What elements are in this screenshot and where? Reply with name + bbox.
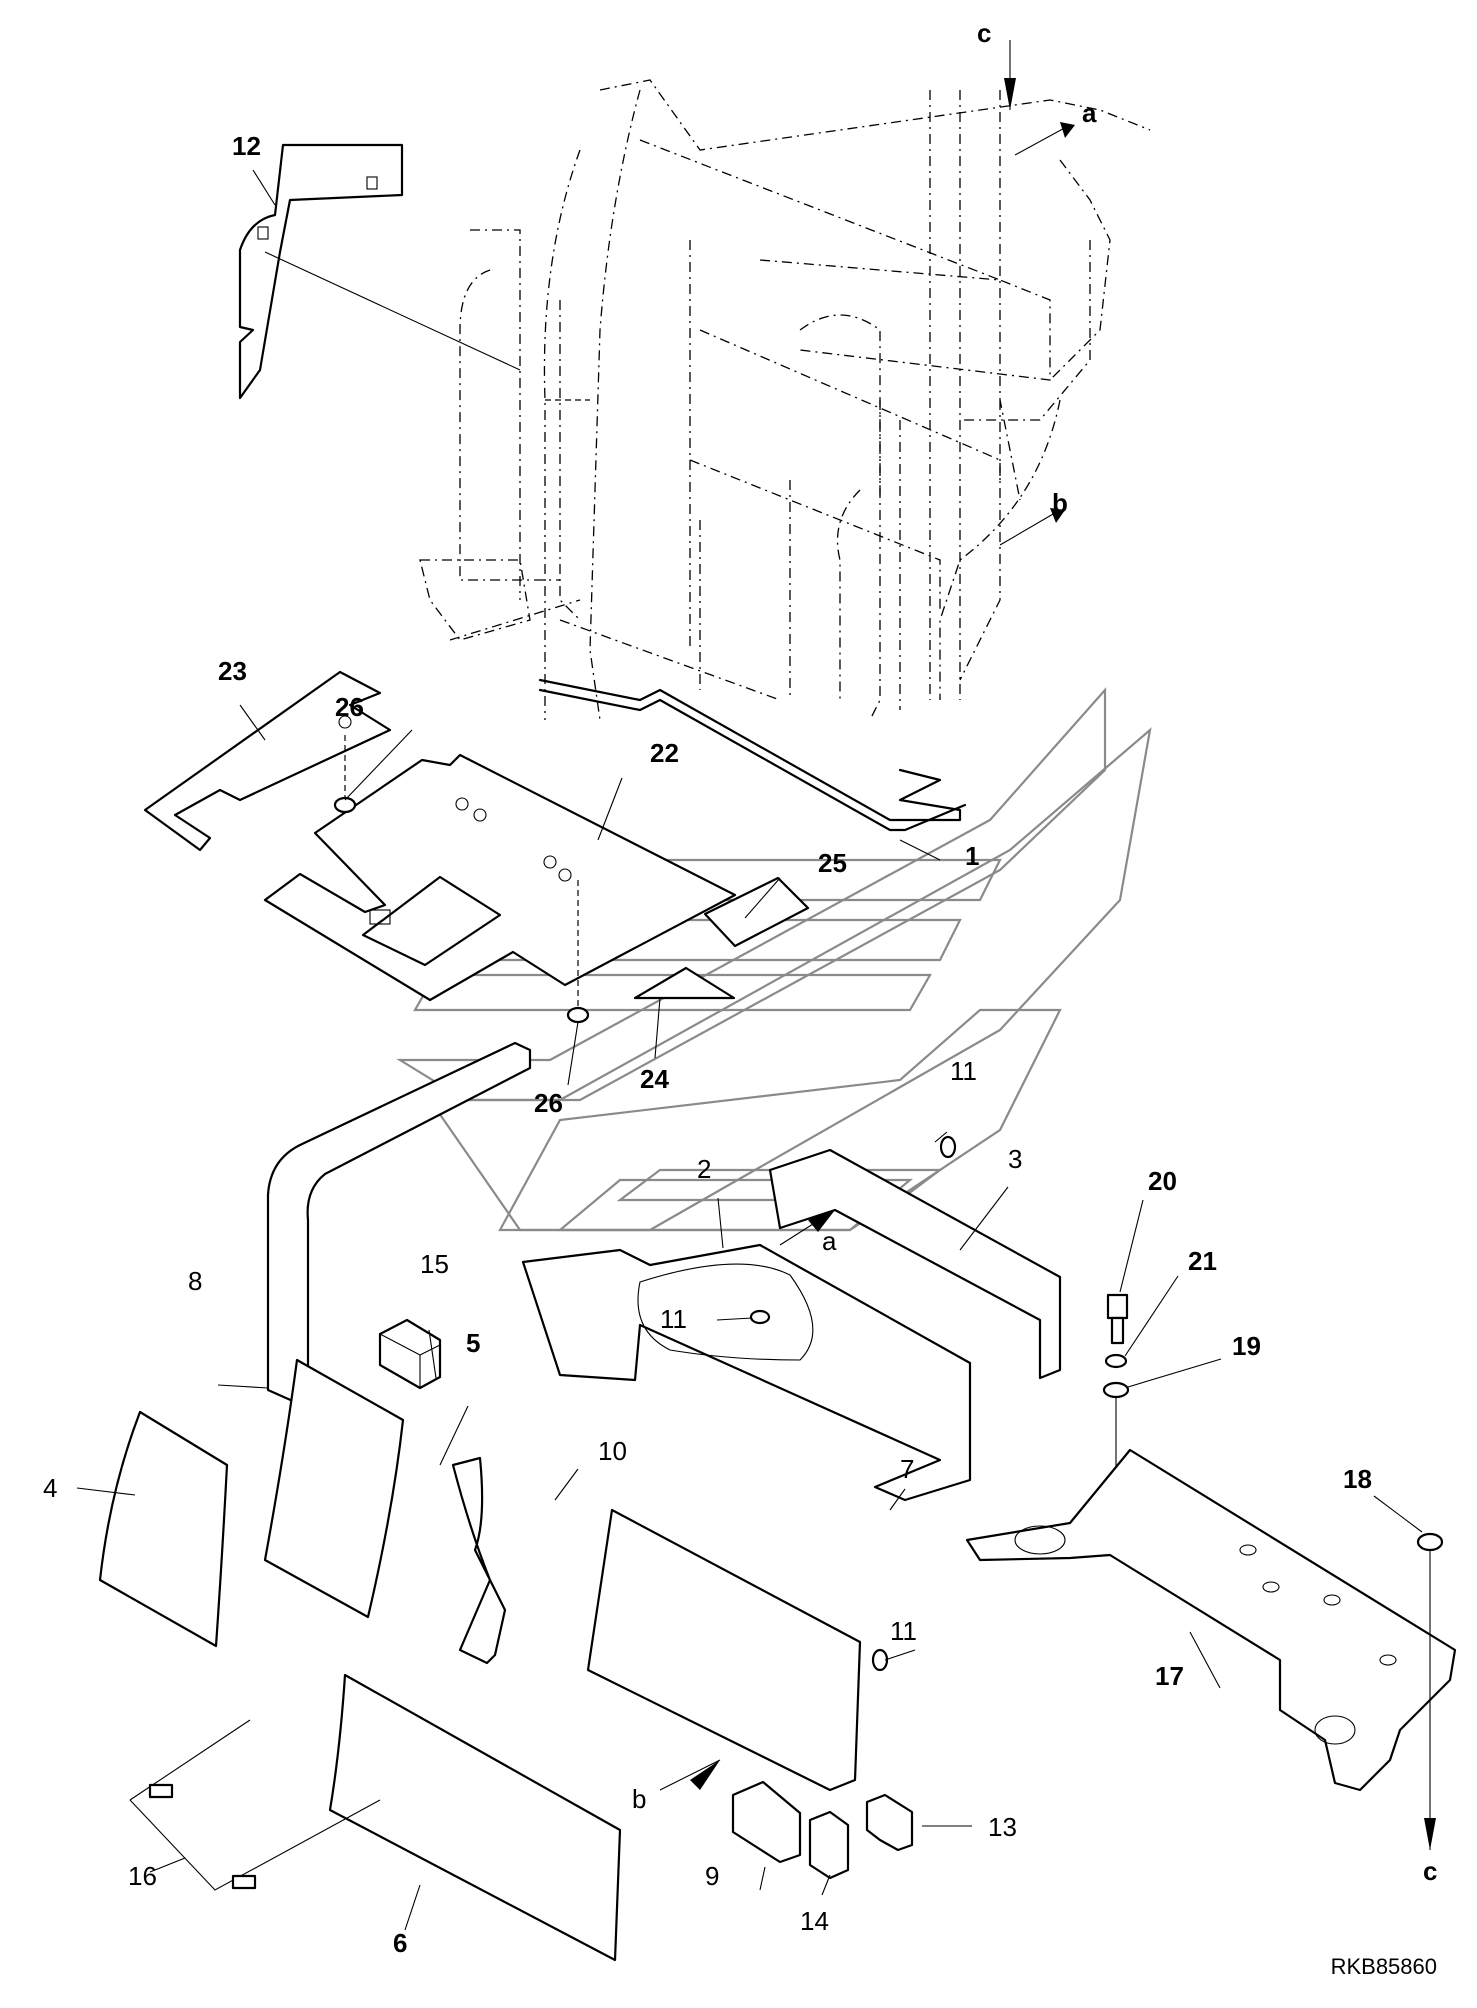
callout-26-bottom: 26: [534, 1088, 563, 1118]
part-24-triangular-piece: [633, 966, 736, 1000]
connection-arrows: [659, 40, 1436, 1850]
part-22-floor-mat: [263, 753, 737, 1002]
callout-11-bottom: 11: [890, 1616, 917, 1646]
marker-a-top: a: [1082, 98, 1097, 128]
callout-labels: 12 23 26 22 1 25 24 26 11 2 3 20 21 19 1…: [43, 18, 1437, 1958]
part-6-back-panel: [129, 1673, 622, 1962]
callout-4: 4: [43, 1473, 57, 1503]
part-2-floor-plate: [521, 1243, 972, 1502]
callout-23: 23: [218, 656, 247, 686]
part-9-block: [731, 1780, 802, 1864]
part-20-bolt: [1106, 1293, 1129, 1345]
drawing-reference-code: RKB85860: [1330, 1954, 1437, 1979]
part-21-lock-washer: [1104, 1353, 1128, 1369]
callout-24: 24: [640, 1064, 669, 1094]
leader-lines: [76, 169, 1423, 1931]
part-10-bracket: [451, 1456, 507, 1665]
callout-1: 1: [965, 841, 979, 871]
part-15-block: [378, 1318, 442, 1390]
callout-25: 25: [818, 848, 847, 878]
marker-b-bottom: b: [632, 1784, 646, 1814]
part-17-cover-plate: [965, 1448, 1457, 1792]
part-25-mat-piece: [703, 876, 810, 948]
callout-6: 6: [393, 1928, 407, 1958]
callout-11-middle: 11: [660, 1304, 687, 1334]
part-12-l-bracket: [238, 143, 521, 400]
marker-c-bottom: c: [1423, 1856, 1437, 1886]
callout-11-top: 11: [950, 1056, 977, 1086]
callout-19: 19: [1232, 1331, 1261, 1361]
marker-b-top: b: [1052, 488, 1068, 518]
watermark-logo: [396, 687, 1152, 1232]
callout-9: 9: [705, 1861, 719, 1891]
part-1-base-plate: [538, 678, 967, 832]
part-13-block: [865, 1793, 914, 1852]
part-8-l-panel: [266, 1041, 532, 1404]
callout-13: 13: [988, 1812, 1017, 1842]
callout-15: 15: [420, 1249, 449, 1279]
callout-17: 17: [1155, 1661, 1184, 1691]
callout-22: 22: [650, 738, 679, 768]
cab-frame-assembly: [419, 79, 1151, 721]
part-7-panel: [586, 1508, 862, 1792]
marker-a-bottom: a: [822, 1226, 837, 1256]
callout-5: 5: [466, 1328, 480, 1358]
callout-14: 14: [800, 1906, 829, 1936]
callout-20: 20: [1148, 1166, 1177, 1196]
part-18-push-clip: [1416, 1532, 1444, 1800]
part-16-clips: [148, 1783, 257, 1890]
callout-12: 12: [232, 131, 261, 161]
callout-3: 3: [1008, 1144, 1022, 1174]
part-14-block: [808, 1810, 850, 1880]
callout-18: 18: [1343, 1464, 1372, 1494]
part-5-panel: [263, 1358, 405, 1619]
callout-8: 8: [188, 1266, 202, 1296]
marker-c-top: c: [977, 18, 991, 48]
callout-21: 21: [1188, 1246, 1217, 1276]
part-23-floor-mat-piece: [143, 670, 392, 852]
part-3-u-bracket: [768, 1135, 1062, 1380]
part-11-grommet: [871, 1648, 889, 1672]
callout-26-top: 26: [335, 692, 364, 722]
part-4-panel: [98, 1410, 229, 1648]
callout-2: 2: [697, 1154, 711, 1184]
callout-10: 10: [598, 1436, 627, 1466]
callout-16: 16: [128, 1861, 157, 1891]
callout-7: 7: [900, 1454, 914, 1484]
